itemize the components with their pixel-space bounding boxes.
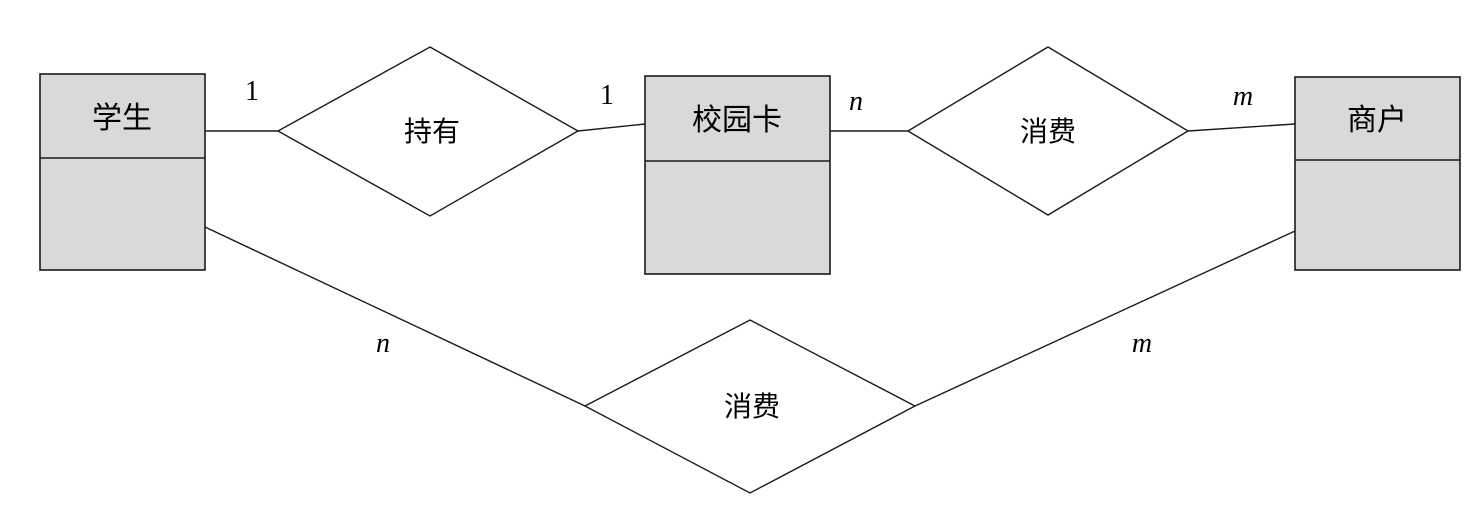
relationship-consume-bottom: 消费: [583, 319, 917, 494]
entity-campus-card-box: [644, 75, 831, 275]
relationship-consume-top: 消费: [906, 46, 1190, 216]
cardinality-campus-card-consume: n: [849, 86, 863, 117]
cardinality-hold-campus-card: 1: [600, 80, 614, 111]
relationship-hold-label: 持有: [404, 116, 460, 148]
relationship-hold: 持有: [276, 46, 580, 217]
entity-student-label: 学生: [92, 102, 152, 135]
relationship-consume-bottom-label: 消费: [724, 391, 780, 423]
relationship-hold-diamond: [276, 46, 580, 217]
entity-student-box: [39, 73, 206, 271]
connector-hold-campus-card: [577, 123, 646, 132]
relationship-consume-bottom-diamond: [583, 319, 917, 494]
connector-consume-bottom-merchant: [914, 230, 1296, 407]
entity-campus-card: 校园卡: [644, 75, 831, 275]
entity-merchant-label: 商户: [1347, 104, 1407, 137]
entity-student: 学生: [39, 73, 206, 271]
connector-student-consume-bottom: [204, 226, 586, 407]
cardinality-consume-bottom-merchant: m: [1132, 328, 1152, 359]
relationship-consume-top-label: 消费: [1020, 116, 1076, 148]
cardinality-consume-merchant: m: [1233, 81, 1253, 112]
entity-merchant-box: [1294, 76, 1461, 271]
connector-consume-merchant: [1187, 123, 1296, 132]
relationship-consume-top-diamond: [906, 46, 1190, 216]
entity-campus-card-label: 校园卡: [692, 104, 782, 137]
cardinality-student-hold: 1: [245, 76, 259, 107]
cardinality-student-consume-bottom: n: [376, 328, 390, 359]
entity-merchant: 商户: [1294, 76, 1461, 271]
